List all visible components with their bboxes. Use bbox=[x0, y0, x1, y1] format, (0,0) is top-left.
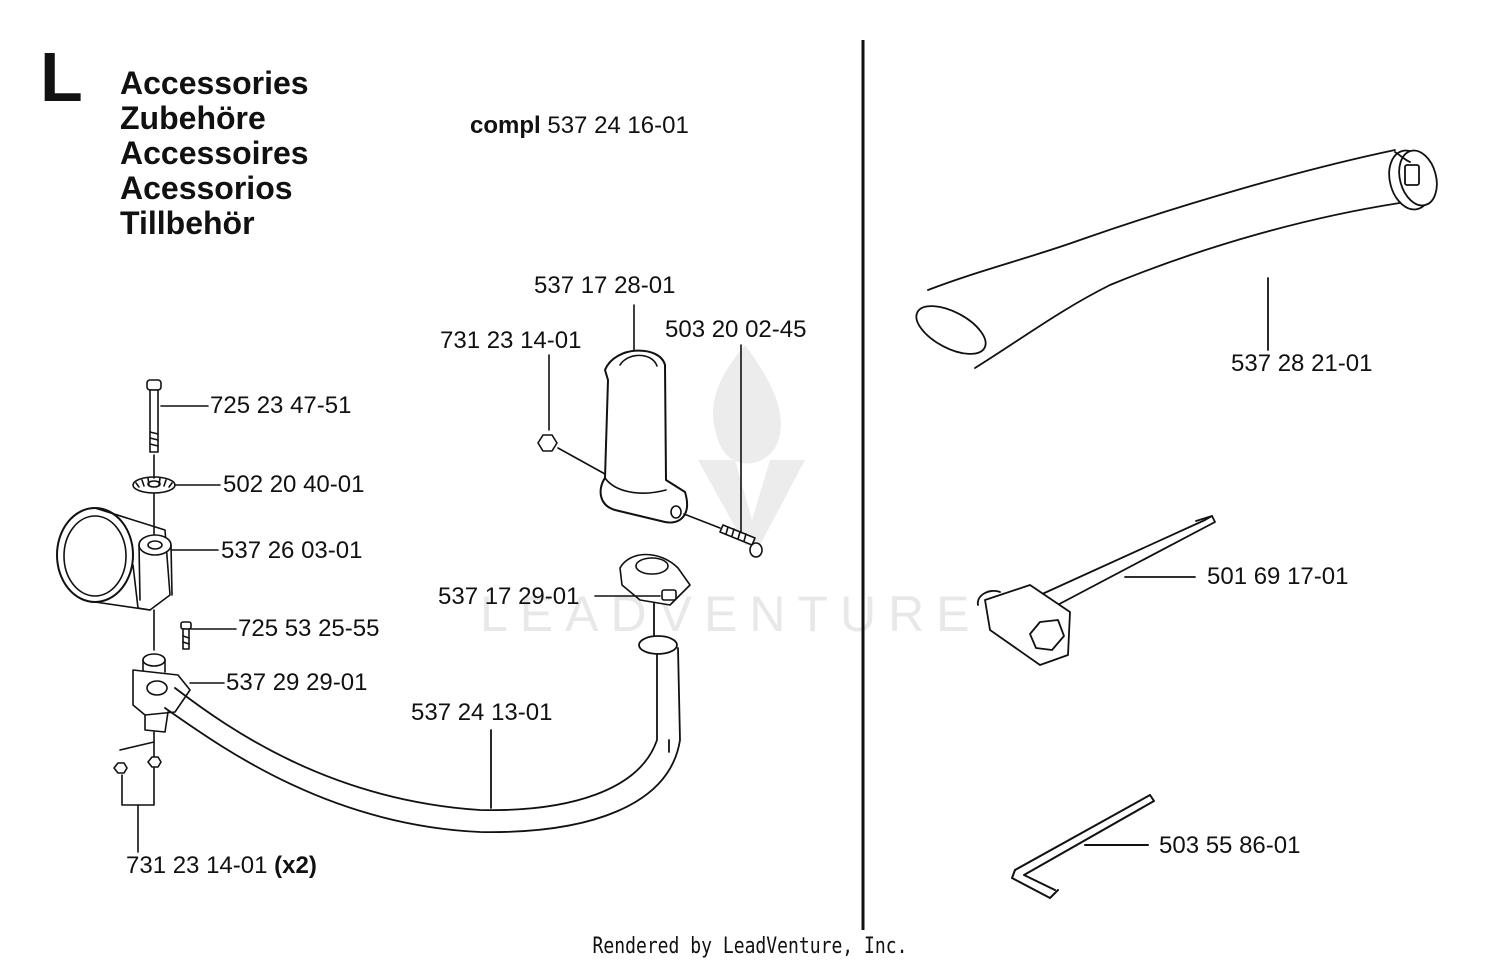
part-label-bolt[interactable]: 725 23 47-51 bbox=[210, 392, 352, 419]
part-label-bracket[interactable]: 537 29 29-01 bbox=[226, 669, 368, 696]
clamp-part bbox=[56, 507, 219, 611]
part-label-handle-bar[interactable]: 537 24 13-01 bbox=[411, 699, 553, 726]
watermark-text: LEADVENTURE bbox=[480, 586, 982, 642]
bolt-part bbox=[146, 379, 209, 453]
washer-part bbox=[132, 476, 221, 494]
title-portuguese: Acessorios bbox=[120, 170, 293, 206]
part-label-hex-key[interactable]: 503 55 86-01 bbox=[1159, 832, 1301, 859]
handle-nut-part bbox=[537, 354, 606, 475]
part-label-nuts-qty: (x2) bbox=[274, 852, 317, 879]
part-label-nuts[interactable]: 731 23 14-01 (x2) bbox=[126, 853, 317, 879]
handle-screw-part bbox=[683, 344, 763, 558]
part-label-handle-grip[interactable]: 537 17 28-01 bbox=[534, 272, 676, 299]
screw-part bbox=[180, 621, 237, 650]
bracket-part bbox=[132, 653, 225, 733]
title-swedish: Tillbehör bbox=[120, 205, 255, 241]
watermark-logo bbox=[698, 345, 805, 545]
handle-holder-part bbox=[594, 553, 691, 606]
part-label-washer[interactable]: 502 20 40-01 bbox=[223, 471, 365, 498]
hex-key-part bbox=[1011, 794, 1155, 899]
assembly-number: 537 24 16-01 bbox=[547, 112, 689, 139]
nozzle-part bbox=[915, 149, 1438, 369]
part-label-nuts-number: 731 23 14-01 bbox=[126, 852, 268, 879]
title-german: Zubehöre bbox=[120, 100, 266, 136]
part-label-handle-nut[interactable]: 731 23 14-01 bbox=[440, 327, 582, 354]
part-label-clamp[interactable]: 537 26 03-01 bbox=[221, 537, 363, 564]
assembly-prefix: compl bbox=[470, 112, 541, 139]
footer-credit: Rendered by LeadVenture, Inc. bbox=[592, 934, 908, 959]
title-french: Accessoires bbox=[120, 135, 309, 171]
section-titles: Accessories Zubehöre Accessoires Acessor… bbox=[120, 66, 309, 241]
section-letter: L bbox=[40, 38, 83, 116]
part-label-spark-plug-wrench[interactable]: 501 69 17-01 bbox=[1207, 563, 1349, 590]
part-label-handle-screw[interactable]: 503 20 02-45 bbox=[665, 316, 807, 343]
part-label-screw[interactable]: 725 53 25-55 bbox=[238, 615, 380, 642]
nuts-part bbox=[113, 731, 162, 853]
assembly-label: compl 537 24 16-01 bbox=[470, 113, 689, 139]
handle-bar-part bbox=[164, 595, 681, 833]
part-label-nozzle[interactable]: 537 28 21-01 bbox=[1231, 350, 1373, 377]
part-label-handle-holder[interactable]: 537 17 29-01 bbox=[438, 583, 580, 610]
spark-plug-wrench-part bbox=[977, 515, 1216, 666]
title-english: Accessories bbox=[120, 65, 309, 101]
